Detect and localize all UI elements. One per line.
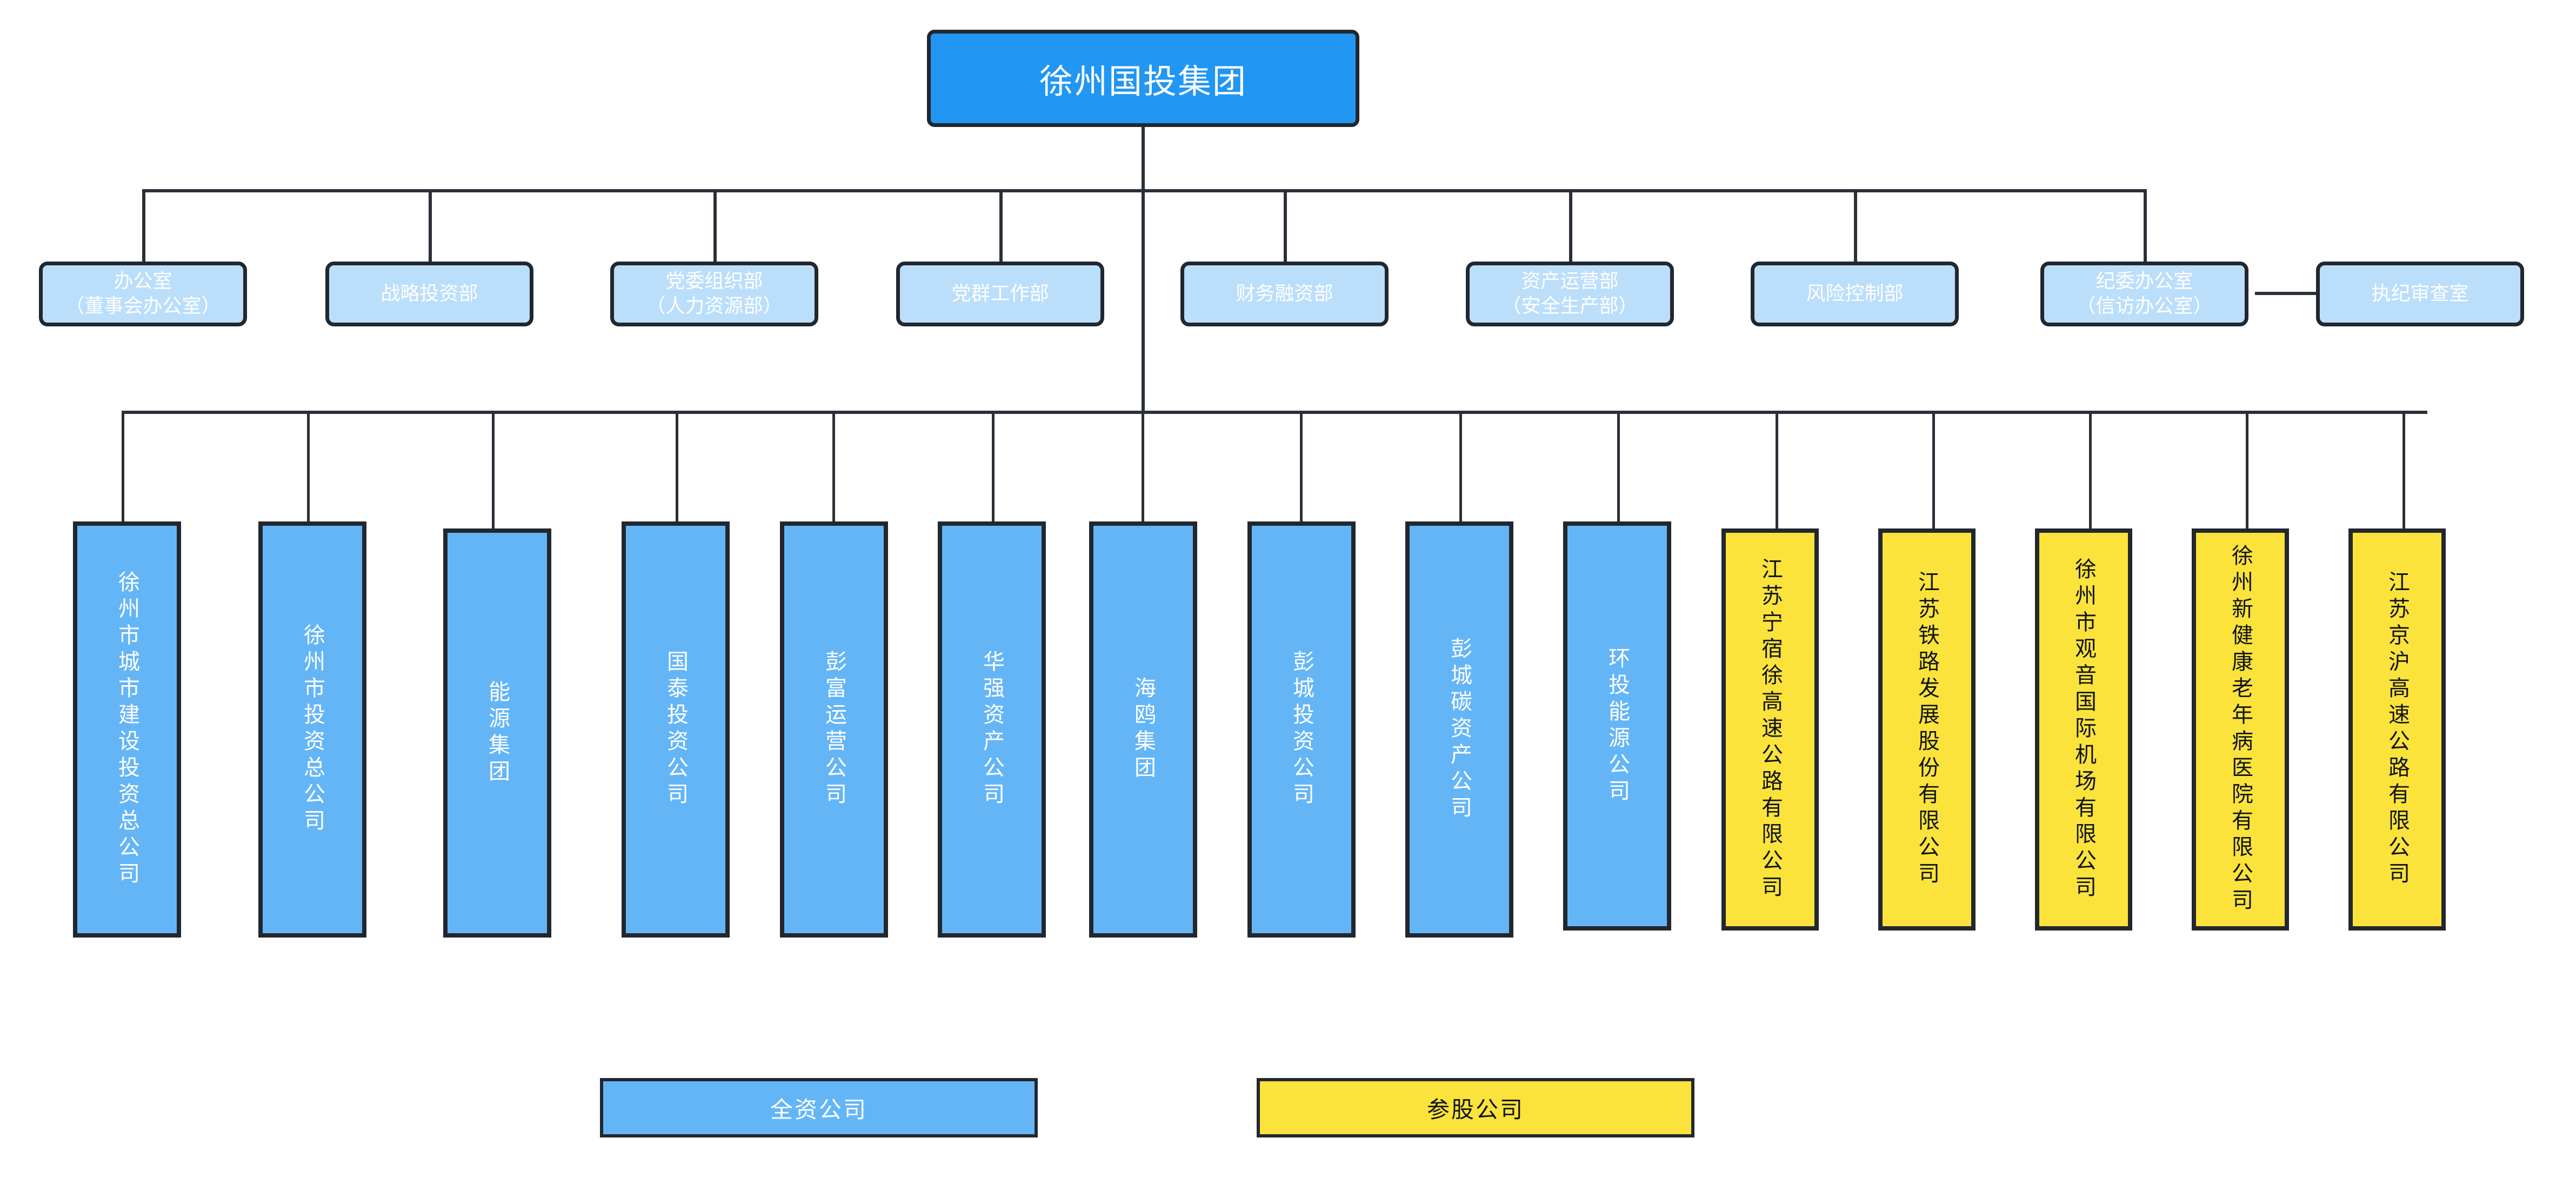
dept-node-office[interactable]: 办公室 （董事会办公室） xyxy=(39,262,247,326)
subsidiary-label: 徐州市观音国际机场有限公司 xyxy=(2071,557,2096,902)
dept-node-discipline-inspection-room-text: 执纪审查室 xyxy=(2371,282,2468,306)
subsidiary-label: 彭富运营公司 xyxy=(822,650,846,809)
subsidiary-label: 海鸥集团 xyxy=(1131,677,1156,782)
subsidiary-node-pengfu-operation[interactable]: 彭富运营公司 xyxy=(780,521,888,938)
subsidiary-label: 国泰投资公司 xyxy=(663,650,688,809)
root-node-label: 徐州国投集团 xyxy=(1039,62,1247,101)
connector-department-bus xyxy=(142,189,2147,192)
connector-subsidiary-bus xyxy=(122,411,2427,414)
connector-dept-leg-3 xyxy=(713,189,717,262)
dept-node-discipline-office-text: 纪委办公室 （信访办公室） xyxy=(2076,269,2212,319)
connector-sub-leg-15 xyxy=(2403,411,2405,528)
subsidiary-label: 华强资产公司 xyxy=(979,650,1004,809)
connector-dept-leg-4 xyxy=(999,189,1003,262)
connector-sub-leg-12 xyxy=(1932,411,1935,528)
subsidiary-node-pengcheng-carbon-asset[interactable]: 彭城碳资产公司 xyxy=(1405,521,1513,938)
dept-label-line1: 资产运营部 xyxy=(1521,270,1619,292)
connector-sub-leg-8 xyxy=(1300,411,1303,521)
dept-node-strategic-investment-text: 战略投资部 xyxy=(381,282,478,306)
subsidiary-node-city-construction-investment[interactable]: 徐州市城市建设投资总公司 xyxy=(73,521,181,938)
dept-label-line1: 风险控制部 xyxy=(1806,282,1904,305)
root-node-xuzhou-guotou-group[interactable]: 徐州国投集团 xyxy=(927,30,1359,127)
dept-node-risk-control[interactable]: 风险控制部 xyxy=(1751,262,1959,326)
connector-sub-leg-1 xyxy=(122,411,124,521)
subsidiary-label: 江苏京沪高速公路有限公司 xyxy=(2385,571,2410,888)
connector-sub-leg-3 xyxy=(492,411,495,528)
connector-sub-leg-5 xyxy=(832,411,835,521)
subsidiary-node-pengcheng-investment[interactable]: 彭城投资公司 xyxy=(1247,521,1356,938)
subsidiary-node-guanyin-international-airport[interactable]: 徐州市观音国际机场有限公司 xyxy=(2035,528,2132,931)
dept-label-line2: （董事会办公室） xyxy=(65,295,221,317)
connector-sub-leg-7 xyxy=(1142,411,1144,521)
dept-node-party-mass-work-text: 党群工作部 xyxy=(951,282,1049,306)
subsidiary-node-energy-group[interactable]: 能源集团 xyxy=(443,528,551,938)
dept-label-line2: （信访办公室） xyxy=(2076,295,2213,317)
connector-root-spine xyxy=(1142,125,1145,412)
dept-label-line1: 财务融资部 xyxy=(1236,282,1333,305)
dept-label-line1: 纪委办公室 xyxy=(2095,270,2193,292)
subsidiary-label: 江苏宁宿徐高速公路有限公司 xyxy=(1758,557,1783,902)
connector-sub-leg-10 xyxy=(1617,411,1620,521)
dept-label-line1: 党群工作部 xyxy=(951,282,1049,305)
subsidiary-label: 徐州市投资总公司 xyxy=(300,624,325,835)
subsidiary-label: 江苏铁路发展股份有限公司 xyxy=(1914,571,1939,888)
dept-label-line2: （人力资源部） xyxy=(646,295,783,317)
connector-sub-leg-13 xyxy=(2089,411,2092,528)
subsidiary-node-ningsuxu-expressway[interactable]: 江苏宁宿徐高速公路有限公司 xyxy=(1721,528,1819,931)
dept-node-party-organization-text: 党委组织部 （人力资源部） xyxy=(646,269,782,319)
subsidiary-label: 彭城投资公司 xyxy=(1289,650,1314,809)
dept-label-line2: （安全生产部） xyxy=(1501,295,1638,317)
connector-dept-leg-5 xyxy=(1284,189,1287,262)
dept-label-line1: 执纪审查室 xyxy=(2371,282,2469,305)
connector-sub-leg-2 xyxy=(307,411,310,521)
dept-node-discipline-inspection-room[interactable]: 执纪审查室 xyxy=(2316,262,2524,326)
subsidiary-node-xinjiankang-geriatric-hospital[interactable]: 徐州新健康老年病医院有限公司 xyxy=(2192,528,2289,931)
connector-sub-leg-4 xyxy=(676,411,678,521)
legend-item-equity: 参股公司 xyxy=(1257,1078,1694,1137)
dept-node-discipline-office[interactable]: 纪委办公室 （信访办公室） xyxy=(2040,262,2248,326)
dept-node-finance-financing-text: 财务融资部 xyxy=(1236,282,1333,306)
subsidiary-node-huaqiang-asset[interactable]: 华强资产公司 xyxy=(938,521,1046,938)
dept-node-strategic-investment[interactable]: 战略投资部 xyxy=(325,262,533,326)
dept-label-line1: 党委组织部 xyxy=(665,270,763,292)
dept-node-party-organization[interactable]: 党委组织部 （人力资源部） xyxy=(610,262,818,326)
connector-dept-leg-2 xyxy=(429,189,432,262)
subsidiary-node-xuzhou-investment-general[interactable]: 徐州市投资总公司 xyxy=(258,521,366,938)
subsidiary-node-jiangsu-railway-development[interactable]: 江苏铁路发展股份有限公司 xyxy=(1878,528,1976,931)
dept-node-office-text: 办公室 （董事会办公室） xyxy=(65,269,221,319)
connector-sub-leg-11 xyxy=(1776,411,1778,528)
connector-dept-leg-7 xyxy=(1854,189,1857,262)
dept-node-finance-financing[interactable]: 财务融资部 xyxy=(1180,262,1389,326)
subsidiary-node-haiou-group[interactable]: 海鸥集团 xyxy=(1089,521,1197,938)
legend-label-wholly-owned: 全资公司 xyxy=(770,1096,867,1123)
subsidiary-label: 徐州市城市建设投资总公司 xyxy=(115,571,139,888)
dept-node-asset-operation[interactable]: 资产运营部 （安全生产部） xyxy=(1466,262,1674,326)
connector-sub-leg-9 xyxy=(1459,411,1462,521)
dept-node-risk-control-text: 风险控制部 xyxy=(1806,282,1903,306)
dept-label-line1: 办公室 xyxy=(114,270,172,292)
subsidiary-label: 能源集团 xyxy=(485,680,510,786)
legend-label-equity: 参股公司 xyxy=(1426,1096,1524,1123)
dept-node-asset-operation-text: 资产运营部 （安全生产部） xyxy=(1501,269,1638,319)
connector-dept-leg-6 xyxy=(1569,189,1572,262)
subsidiary-node-huantou-energy[interactable]: 环投能源公司 xyxy=(1563,521,1671,931)
subsidiary-node-guotai-investment[interactable]: 国泰投资公司 xyxy=(622,521,730,938)
subsidiary-label: 彭城碳资产公司 xyxy=(1447,637,1472,822)
subsidiary-node-jinghu-expressway[interactable]: 江苏京沪高速公路有限公司 xyxy=(2348,528,2446,931)
dept-node-party-mass-work[interactable]: 党群工作部 xyxy=(896,262,1104,326)
connector-dept-leg-1 xyxy=(142,189,145,262)
subsidiary-label: 徐州新健康老年病医院有限公司 xyxy=(2228,544,2253,915)
connector-sub-leg-6 xyxy=(992,411,995,521)
dept-label-line1: 战略投资部 xyxy=(381,282,478,305)
connector-dept-leg-8 xyxy=(2144,189,2147,262)
subsidiary-label: 环投能源公司 xyxy=(1605,646,1630,806)
legend-item-wholly-owned: 全资公司 xyxy=(600,1078,1038,1137)
connector-sub-leg-14 xyxy=(2246,411,2248,528)
connector-discipline-side-link xyxy=(2255,292,2316,295)
